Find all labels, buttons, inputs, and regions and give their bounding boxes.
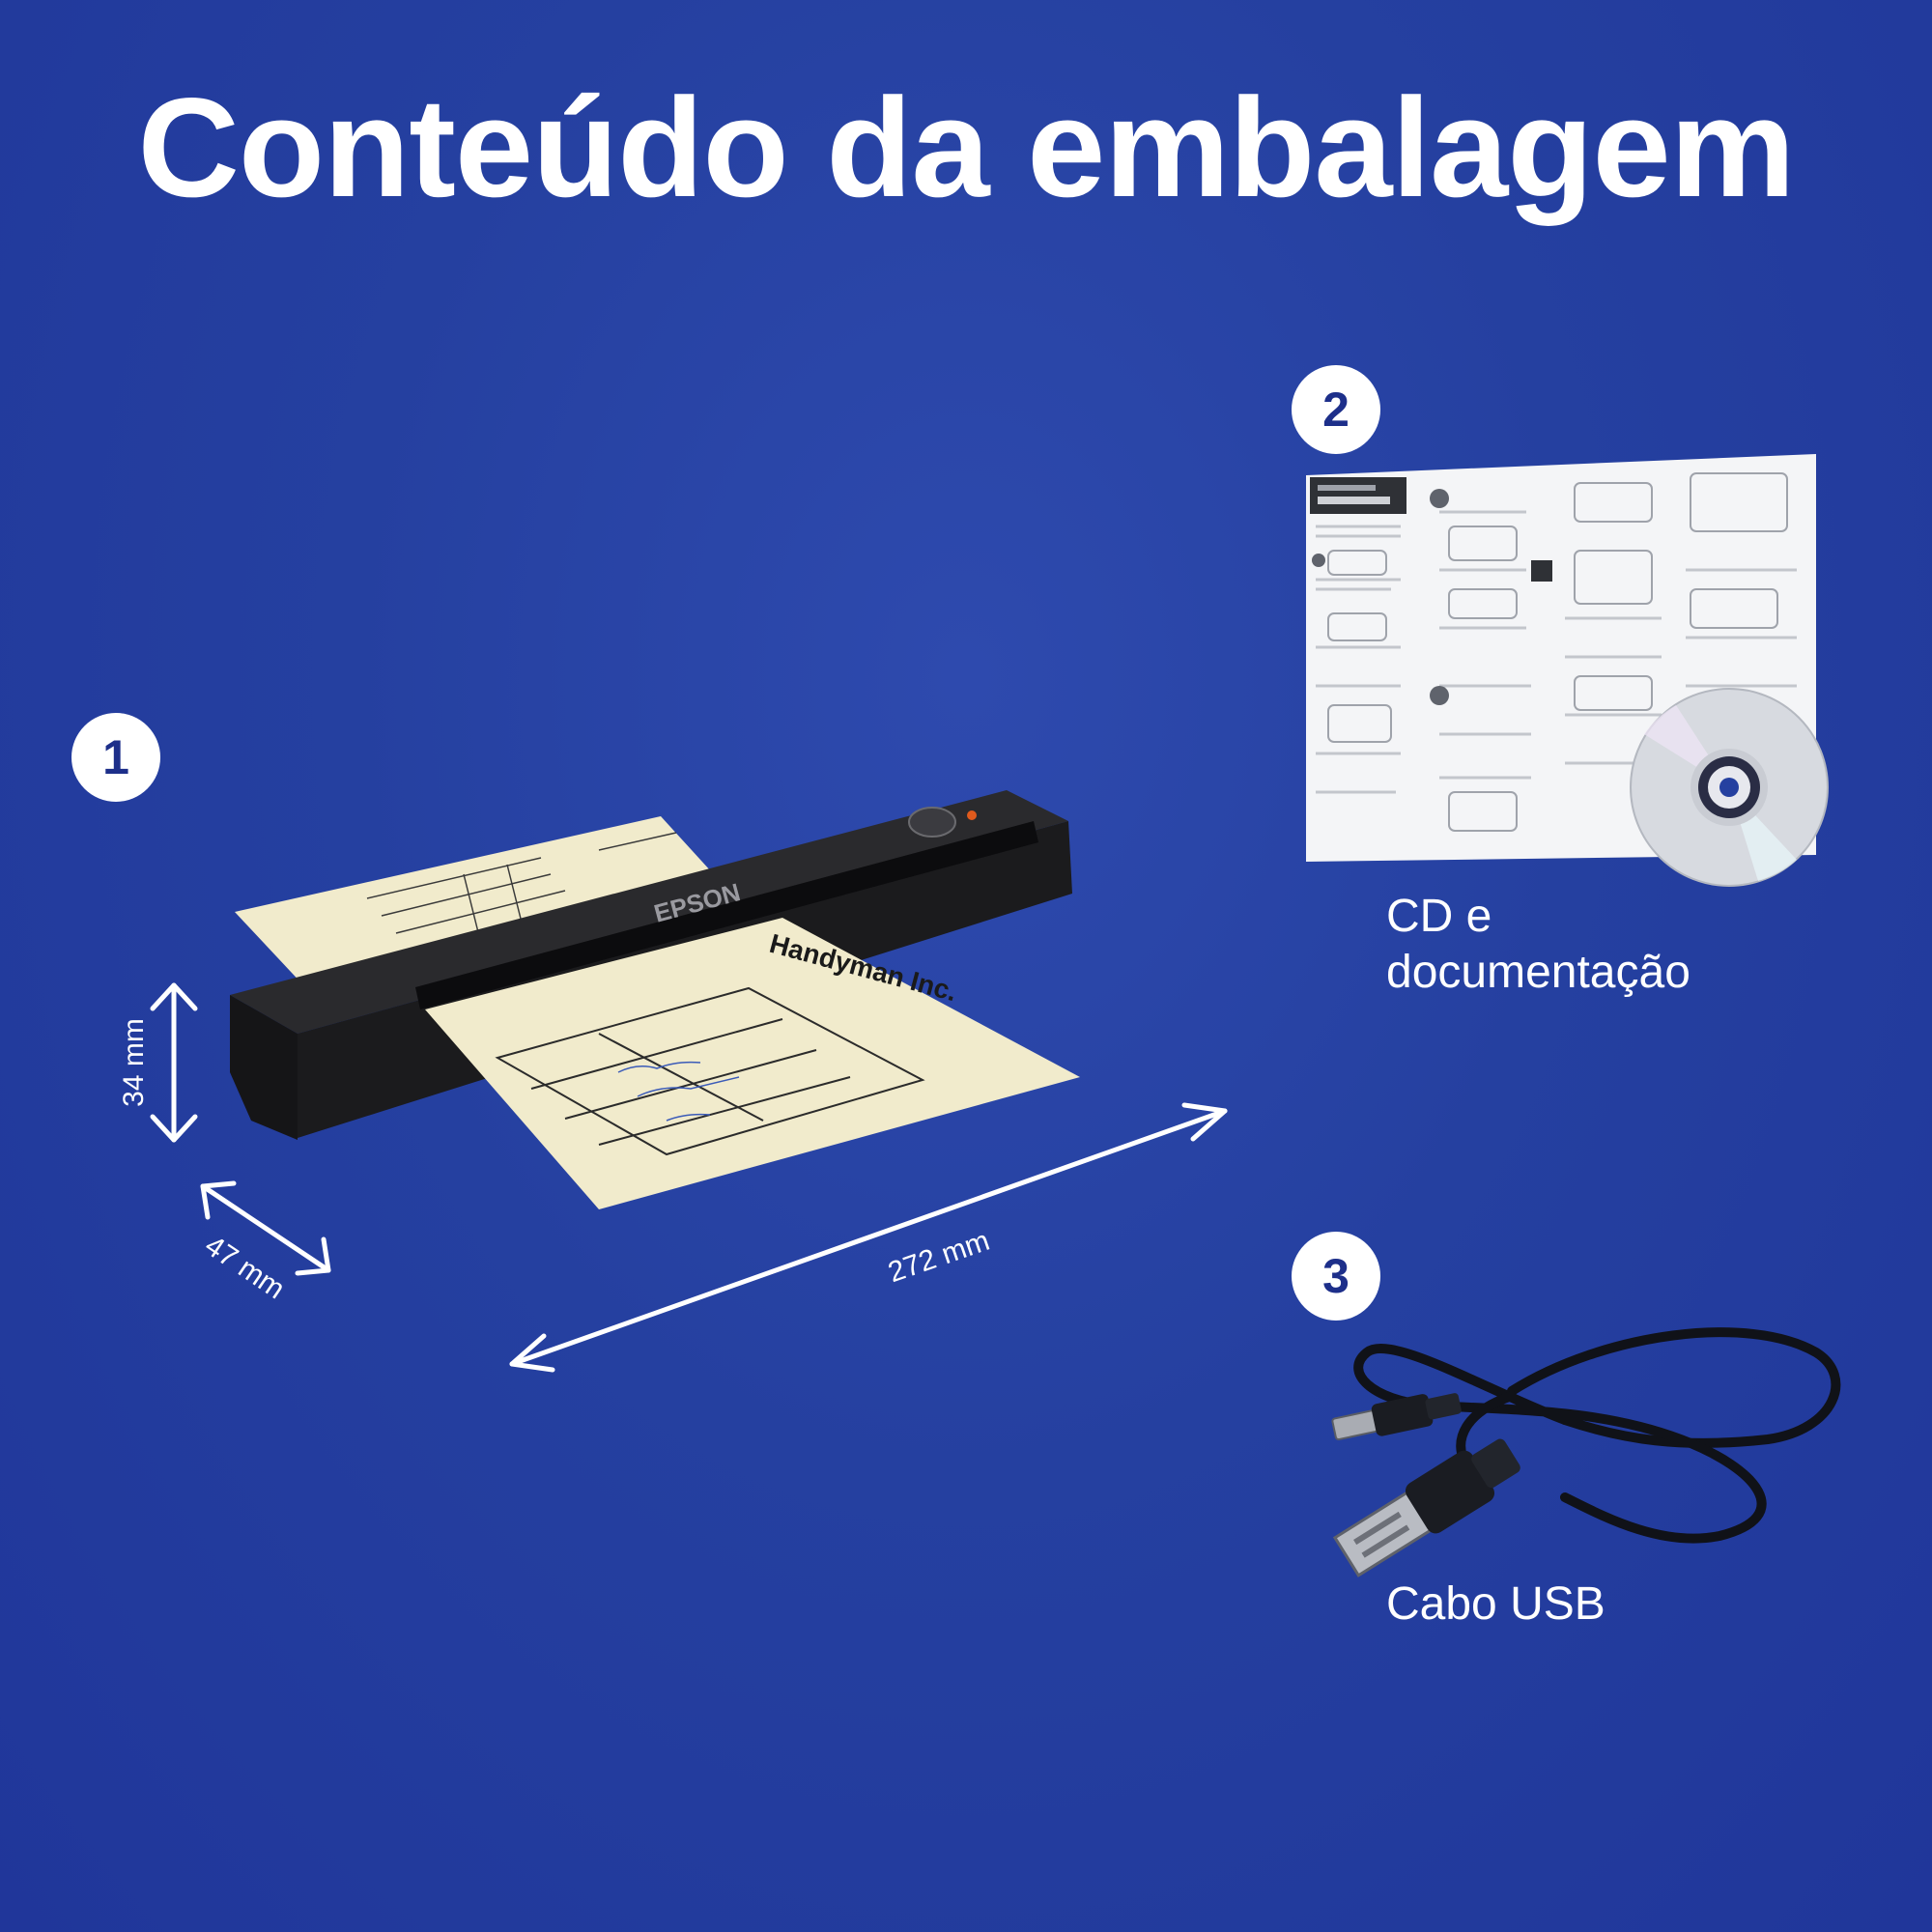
item-1-badge: 1 (71, 713, 160, 802)
scanner-front (230, 995, 298, 1140)
item-3-badge: 3 (1292, 1232, 1380, 1321)
documentation-illustration (1306, 454, 1829, 887)
power-button (908, 807, 956, 838)
depth-label: 47 mm (199, 1230, 290, 1306)
micro-usb-plug (1331, 1393, 1462, 1441)
usb-a-plug (1332, 1438, 1520, 1577)
scanner-slot (415, 821, 1038, 1009)
usb-cable-label: Cabo USB (1386, 1578, 1605, 1630)
cd-image (1630, 688, 1829, 887)
cd-label-line2: documentação (1386, 947, 1690, 998)
status-led (967, 810, 977, 820)
usb-cable-illustration (1331, 1327, 1841, 1577)
height-label: 34 mm (118, 1018, 150, 1107)
paper-back (235, 816, 731, 1003)
width-arrow (509, 1102, 1228, 1373)
depth-arrow (200, 1180, 331, 1276)
width-label: 272 mm (884, 1225, 993, 1289)
paper-front (425, 918, 1080, 1209)
scanner-top (230, 790, 1068, 1034)
scanner-illustration: EPSON Handyman Inc. 34 mm 47 mm (118, 790, 1228, 1373)
cd-documentation-label: CD e documentação (1386, 889, 1690, 1001)
height-arrow (150, 982, 198, 1143)
cd-label-line1: CD e (1386, 891, 1492, 942)
item-2-badge: 2 (1292, 365, 1380, 454)
page-title: Conteúdo da embalagem (137, 69, 1795, 226)
